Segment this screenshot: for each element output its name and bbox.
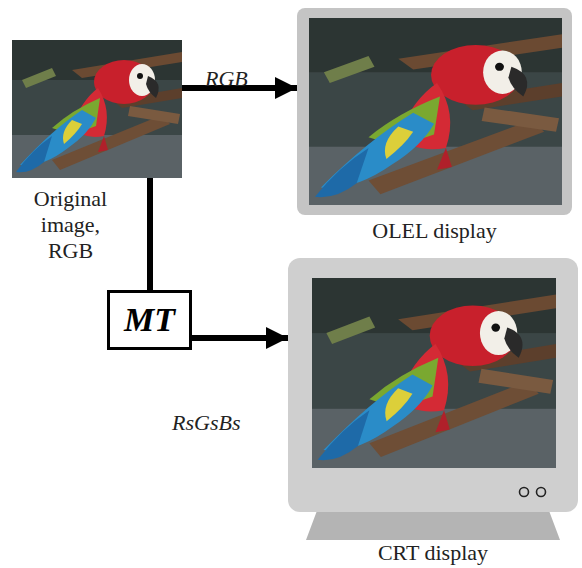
image-box: Original image, RGB [12,40,182,178]
signal-arrow [192,335,288,341]
caption-text: CRT display [288,540,578,566]
matrix-label: MT [124,301,175,339]
caption-text: OLEL display [297,218,572,244]
display-box: OLEL display [297,8,572,215]
caption-text: Original image, RGB [23,186,118,264]
signal-label: RGB [205,66,248,92]
transform-box: MT [107,290,192,350]
signal-arrow [147,178,153,290]
display-box: CRT display [288,258,578,512]
signal-label: RsGsBs [172,410,240,436]
